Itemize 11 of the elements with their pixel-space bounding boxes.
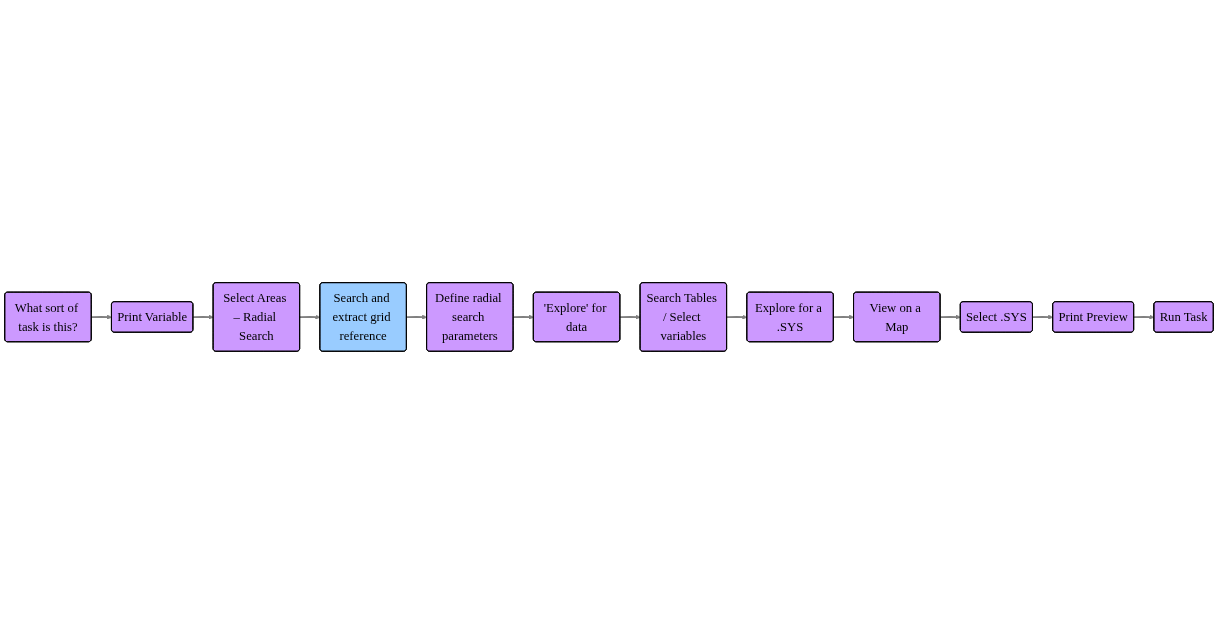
arrow — [192, 314, 214, 320]
arrow — [1133, 314, 1155, 320]
arrow — [726, 314, 748, 320]
arrow — [1031, 314, 1054, 320]
arrow — [405, 314, 428, 320]
arrow — [299, 314, 321, 320]
arrow — [512, 314, 534, 320]
arrow — [90, 314, 112, 320]
arrow — [619, 314, 641, 320]
arrow — [939, 314, 961, 320]
arrow — [832, 314, 855, 320]
